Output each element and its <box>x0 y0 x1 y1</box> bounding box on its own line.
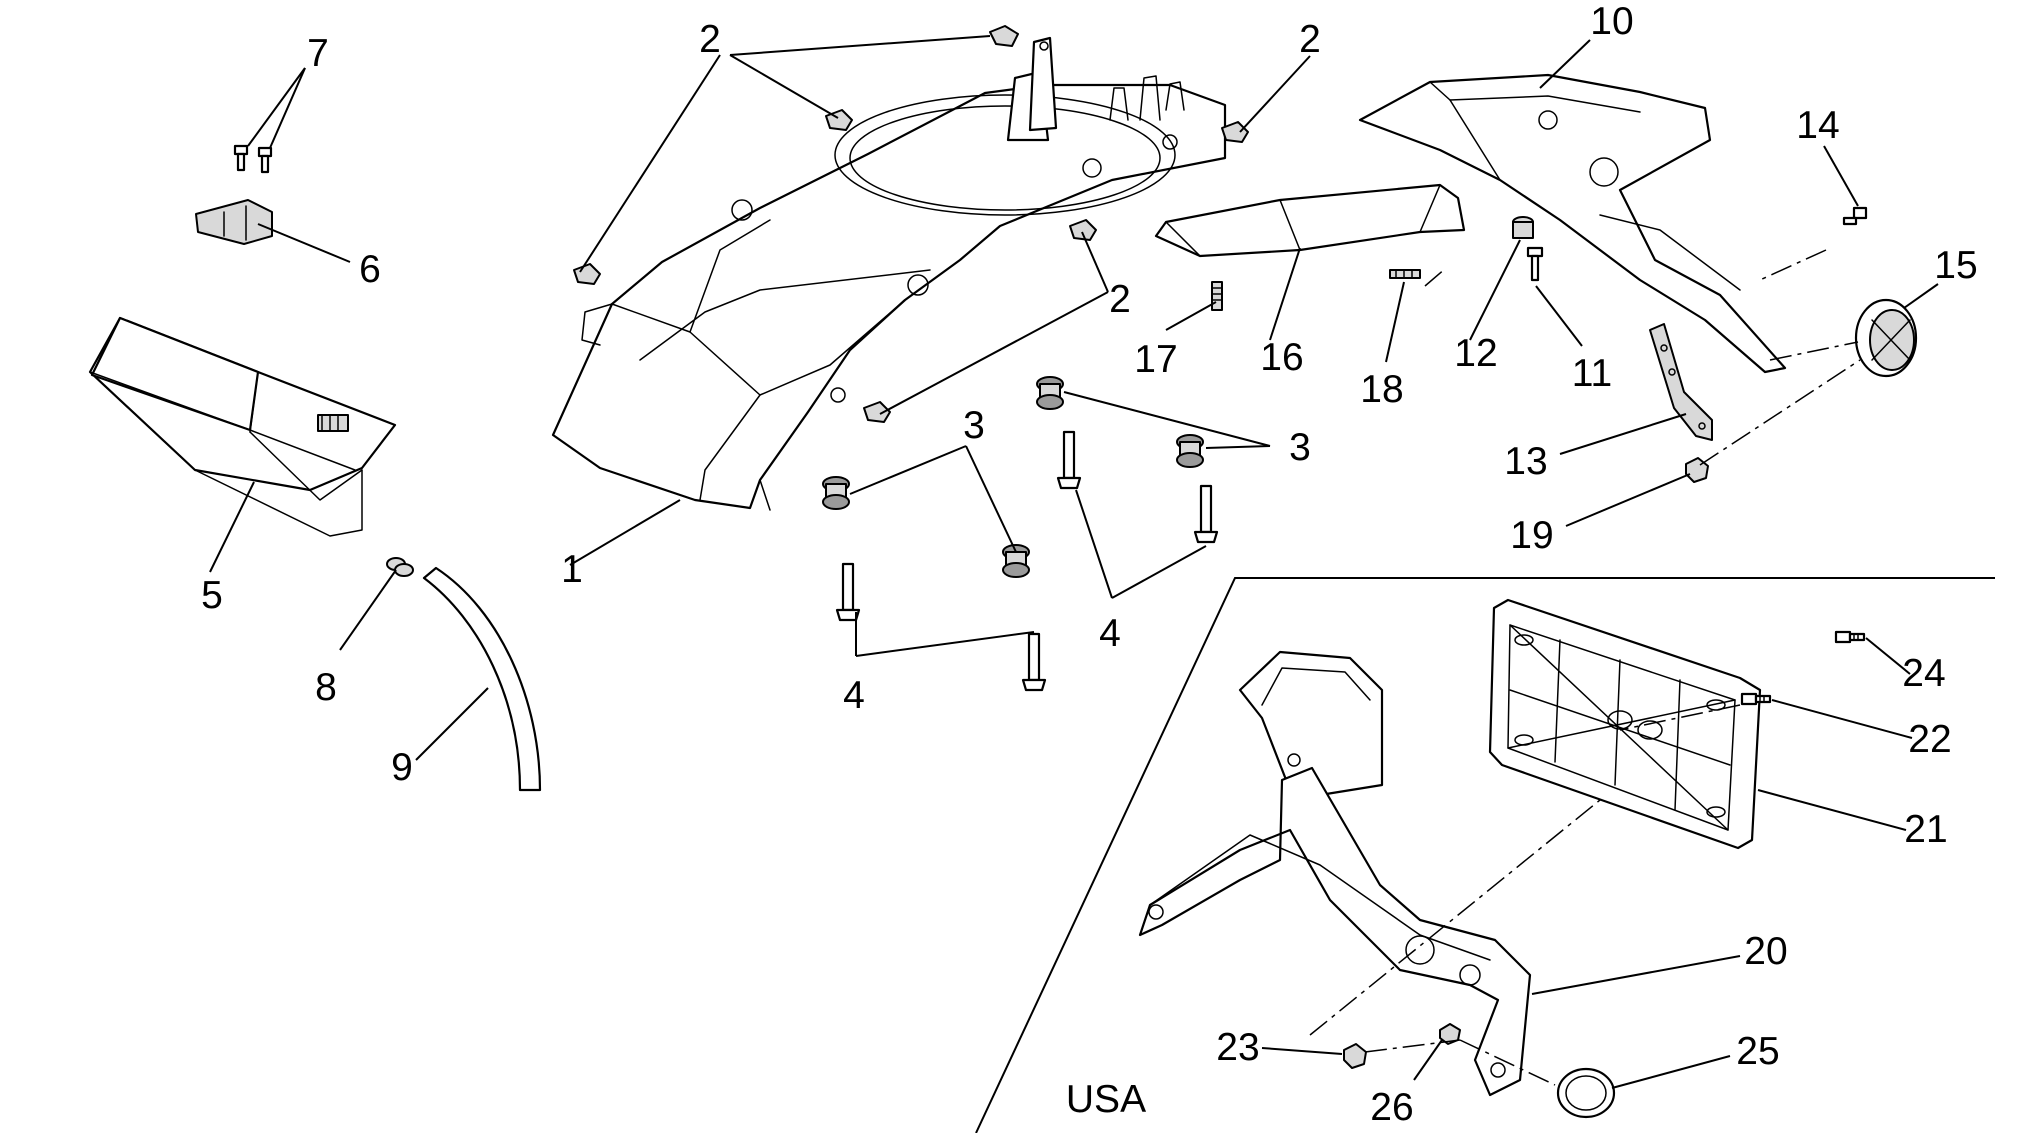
callout-2-right: 2 <box>1299 18 1321 61</box>
callout-22: 22 <box>1908 718 1951 761</box>
callout-2-top: 2 <box>699 18 721 61</box>
callout-7: 7 <box>307 32 329 75</box>
callout-8: 8 <box>315 666 337 709</box>
callout-13: 13 <box>1504 440 1547 483</box>
part-18-screw <box>1389 269 1421 279</box>
callout-4-right: 4 <box>1099 612 1121 655</box>
callout-4-left: 4 <box>843 674 865 717</box>
callout-17: 17 <box>1134 338 1177 381</box>
part-6-clamp <box>195 199 273 245</box>
callout-6: 6 <box>359 248 381 291</box>
part-11-screw <box>1526 246 1544 282</box>
part-23-nut <box>1343 1043 1367 1069</box>
callout-3-right: 3 <box>1289 426 1311 469</box>
part-14-screw <box>1842 206 1868 226</box>
callout-16: 16 <box>1260 336 1303 379</box>
usa-region-label: USA <box>1066 1078 1146 1121</box>
callout-21: 21 <box>1904 808 1947 851</box>
callout-19: 19 <box>1510 514 1553 557</box>
part-17-screw <box>1211 281 1223 311</box>
part-5-storage-tray <box>88 316 397 537</box>
callout-12: 12 <box>1454 332 1497 375</box>
callout-10: 10 <box>1590 0 1633 43</box>
part-7-screws <box>233 144 273 174</box>
callout-25: 25 <box>1736 1030 1779 1073</box>
callout-1: 1 <box>561 548 583 591</box>
callout-2-lower: 2 <box>1109 278 1131 321</box>
part-21-plate-backing <box>1488 598 1762 850</box>
callout-9: 9 <box>391 746 413 789</box>
part-25-round-reflector <box>1556 1067 1616 1119</box>
callout-18: 18 <box>1360 368 1403 411</box>
callout-14: 14 <box>1796 104 1839 147</box>
part-12-spacer <box>1512 216 1534 239</box>
part-4-screws <box>835 430 1219 692</box>
part-13-bracket <box>1649 323 1713 441</box>
part-1-rear-undertray <box>551 36 1227 511</box>
callout-11: 11 <box>1572 352 1613 395</box>
callout-24: 24 <box>1902 652 1945 695</box>
leader-lines <box>209 35 1939 1089</box>
part-8-hose-clip <box>386 557 414 577</box>
part-24-screw <box>1834 630 1866 644</box>
part-15-reflector <box>1854 298 1918 378</box>
callout-15: 15 <box>1934 244 1977 287</box>
assembly-axes <box>1309 249 1861 1086</box>
part-16-rail-bracket <box>1154 183 1466 258</box>
part-22-screw <box>1740 692 1772 706</box>
usa-inset-divider <box>975 577 1995 1134</box>
callout-20: 20 <box>1744 930 1787 973</box>
callout-labels: 1 2 2 2 3 3 4 4 5 6 7 8 9 10 11 12 13 14… <box>201 0 1978 1129</box>
callout-26: 26 <box>1370 1086 1413 1129</box>
part-9-hose <box>422 566 542 792</box>
callout-3-left: 3 <box>963 404 985 447</box>
callout-5: 5 <box>201 574 223 617</box>
part-10-plate-holder <box>1358 73 1787 374</box>
callout-23: 23 <box>1216 1026 1259 1069</box>
part-3-grommets <box>822 376 1204 578</box>
part-20-usa-plate-bracket <box>1138 650 1532 1097</box>
